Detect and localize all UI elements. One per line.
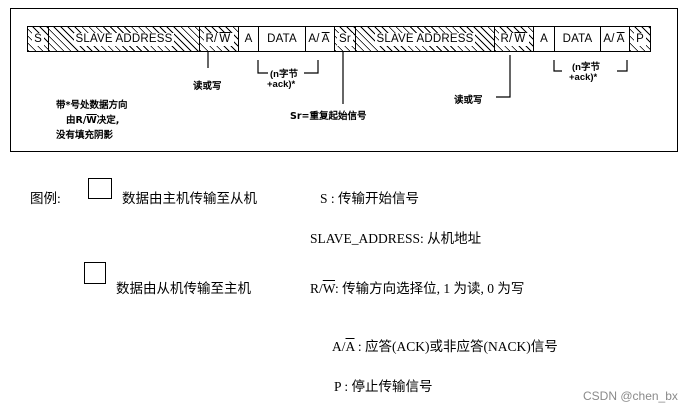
field-rw-2: R/W xyxy=(494,26,534,52)
bytes2-bracket-left xyxy=(553,60,562,72)
read-or-write-label-1: 读或写 xyxy=(193,81,222,92)
sr-description: Sr=重复起始信号 xyxy=(290,111,367,122)
field-slave-address-1: SLAVE ADDRESS xyxy=(48,26,200,52)
legend-s-desc: 传输开始信号 xyxy=(338,191,420,206)
field-rw-1: R/W xyxy=(199,26,239,52)
legend-p-key: P xyxy=(334,379,342,394)
n-bytes-label-1-line2: +ack)* xyxy=(267,79,296,90)
field-data-1: DATA xyxy=(258,26,306,52)
legend-s-key: S xyxy=(320,191,328,206)
legend-aa-key: A/A xyxy=(332,339,355,354)
bytes1-bracket-right xyxy=(304,60,319,74)
field-slave-address-2: SLAVE ADDRESS xyxy=(355,26,495,52)
n-bytes-label-2-line2: +ack)* xyxy=(569,72,598,83)
legend-plain-description: 数据由从机传输至主机 xyxy=(116,281,251,296)
legend-slave-key: SLAVE_ADDRESS: xyxy=(310,231,424,246)
legend-slave-desc: 从机地址 xyxy=(427,231,482,246)
legend-rw-desc: 传输方向选择位, 1 为读, 0 为写 xyxy=(342,281,525,296)
n-bytes-label-2-line1: (n字节 xyxy=(572,62,600,73)
legend-title: 图例: xyxy=(30,191,61,206)
legend-p-row: P : 停止传输信号 xyxy=(334,379,433,394)
field-s: S xyxy=(27,26,49,52)
field-sr: Sr xyxy=(334,26,356,52)
note-line-3: 没有填充阴影 xyxy=(56,130,114,141)
legend-aa-desc: 应答(ACK)或非应答(NACK)信号 xyxy=(365,339,558,354)
field-p: P xyxy=(629,26,651,52)
note-line-1: 带*号处数据方向 xyxy=(56,100,128,111)
watermark: CSDN @chen_bx xyxy=(583,389,678,403)
note-line-2: 由R/W决定, xyxy=(66,115,120,126)
legend-hatched-description: 数据由主机传输至从机 xyxy=(122,191,257,206)
read-or-write-label-2: 读或写 xyxy=(454,95,483,106)
legend-s-row: S : 传输开始信号 xyxy=(320,191,420,206)
frame-diagram-box: S SLAVE ADDRESS R/W A DATA A/A Sr SLAVE … xyxy=(10,8,678,152)
legend-p-desc: 停止传输信号 xyxy=(351,379,433,394)
legend-hatched-swatch xyxy=(88,178,112,199)
legend-slave-row: SLAVE_ADDRESS: 从机地址 xyxy=(310,227,481,247)
legend-rw-key: R/W: xyxy=(310,281,339,296)
rw2-pointer-line xyxy=(496,55,511,98)
legend-rw-row: R/W: 传输方向选择位, 1 为读, 0 为写 xyxy=(310,277,524,297)
legend-plain-swatch xyxy=(84,262,106,284)
n-bytes-label-1-line1: (n字节 xyxy=(270,69,298,80)
bytes2-bracket-right xyxy=(617,60,628,72)
bytes1-bracket-left xyxy=(257,60,268,74)
field-ack-nack-1: A/A xyxy=(305,26,335,52)
field-data-2: DATA xyxy=(554,26,601,52)
legend-aa-row: A/A : 应答(ACK)或非应答(NACK)信号 xyxy=(332,339,558,354)
